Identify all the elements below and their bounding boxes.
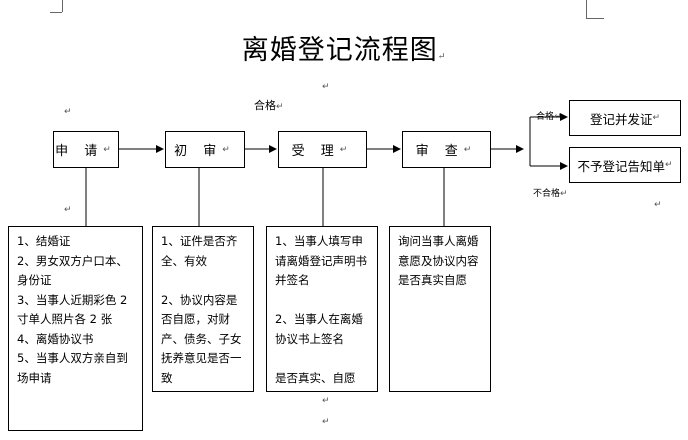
fail-label: 不合格↵ (533, 189, 568, 199)
paragraph-mark: ↵ (322, 396, 330, 406)
step-apply: 申 请↵ (53, 131, 119, 168)
detail-apply: 1、结婚证 2、男女双方户口本、身份证 3、当事人近期彩色 2 寸单人照片各 2… (8, 226, 143, 431)
qualified-label-top: 合格↵ (254, 99, 284, 112)
page-corner-mark (50, 12, 62, 13)
page-corner-mark (586, 0, 587, 18)
page-corner-mark (62, 0, 63, 12)
detail-initial-review: 1、证件是否齐全、有效 2、协议内容是否自愿，对财产、债务、子女抚养意见是否一致 (152, 226, 254, 392)
pass-result-box: 登记并发证↵ (569, 100, 681, 136)
detail-examination: 询问当事人离婚意愿及协议内容是否真实自愿 (389, 226, 491, 392)
paragraph-mark: ↵ (322, 417, 330, 427)
step-acceptance: 受 理↵ (278, 131, 367, 168)
paragraph-mark: ↵ (64, 205, 72, 215)
page-corner-mark (586, 18, 604, 19)
fail-result-box: 不予登记告知单↵ (569, 147, 681, 183)
page-title: 离婚登记流程图↵ (241, 35, 447, 66)
paragraph-mark: ↵ (64, 107, 72, 117)
step-initial-review: 初 审↵ (165, 131, 245, 168)
paragraph-mark: ↵ (322, 82, 330, 92)
pass-label: 合格↵ (536, 112, 562, 122)
step-examination: 审 查↵ (402, 131, 491, 168)
detail-acceptance: 1、当事人填写申请离婚登记声明书并签名 2、当事人在离婚协议书上签名 是否真实、… (266, 226, 378, 392)
paragraph-mark: ↵ (654, 200, 662, 210)
